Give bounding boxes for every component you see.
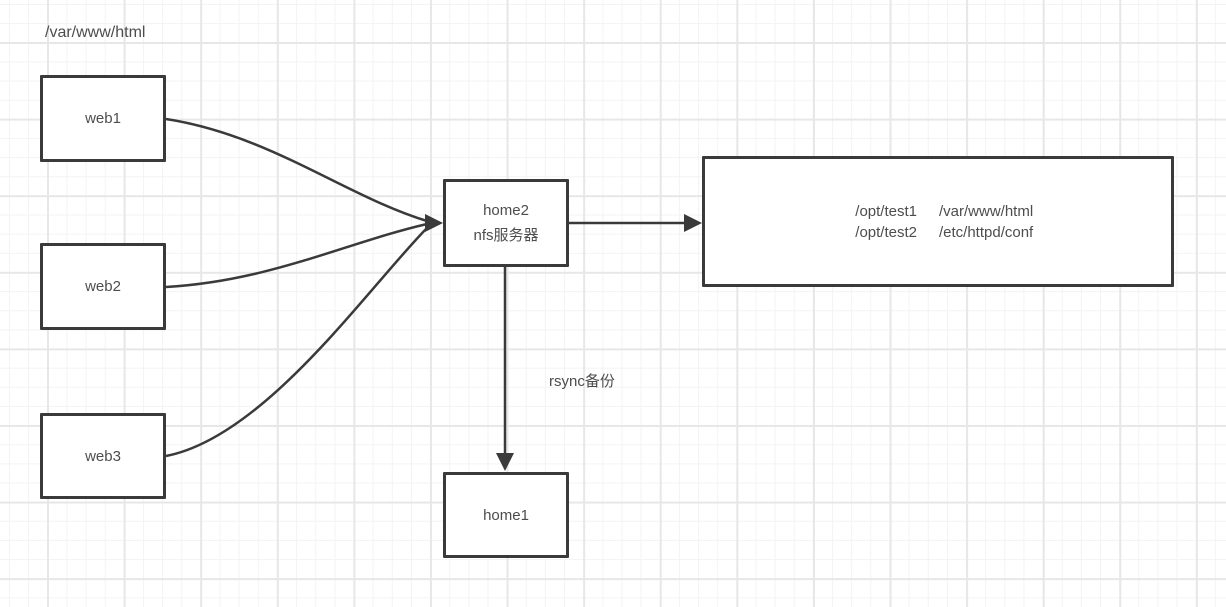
mount-row: /opt/test2 /etc/httpd/conf bbox=[807, 222, 1069, 243]
node-home2-label: home2 bbox=[483, 202, 529, 219]
node-mount-table[interactable]: /opt/test1 /var/www/html /opt/test2 /etc… bbox=[702, 156, 1174, 287]
mount-src-path: /opt/test2 bbox=[855, 223, 917, 241]
node-web2[interactable]: web2 bbox=[40, 243, 166, 330]
arrowhead-into-home2 bbox=[425, 214, 443, 232]
mount-row: /opt/test1 /var/www/html bbox=[807, 201, 1069, 222]
node-home1-label: home1 bbox=[483, 506, 529, 524]
mount-dst-path: /etc/httpd/conf bbox=[939, 223, 1034, 241]
mount-src-path: /opt/test1 bbox=[855, 202, 917, 220]
node-home2-nfs-server[interactable]: home2 nfs服务器 bbox=[443, 179, 569, 267]
mount-dst-path: /var/www/html bbox=[939, 202, 1034, 220]
node-web3-label: web3 bbox=[85, 447, 121, 465]
label-var-www-html[interactable]: /var/www/html bbox=[45, 24, 146, 41]
arrowhead-into-home1 bbox=[496, 453, 514, 471]
arrowhead-into-mountbox bbox=[684, 214, 702, 232]
node-web3[interactable]: web3 bbox=[40, 413, 166, 499]
node-web1-label: web1 bbox=[85, 110, 121, 127]
node-web2-label: web2 bbox=[85, 278, 121, 295]
connector-web1-home2[interactable] bbox=[165, 117, 428, 223]
label-rsync-backup[interactable]: rsync备份 bbox=[549, 373, 615, 390]
node-web1[interactable]: web1 bbox=[40, 75, 166, 162]
connector-web3-home2[interactable] bbox=[165, 227, 428, 458]
connector-web2-home2[interactable] bbox=[165, 222, 428, 289]
node-home1[interactable]: home1 bbox=[443, 472, 569, 558]
node-home2-sublabel: nfs服务器 bbox=[473, 227, 539, 244]
